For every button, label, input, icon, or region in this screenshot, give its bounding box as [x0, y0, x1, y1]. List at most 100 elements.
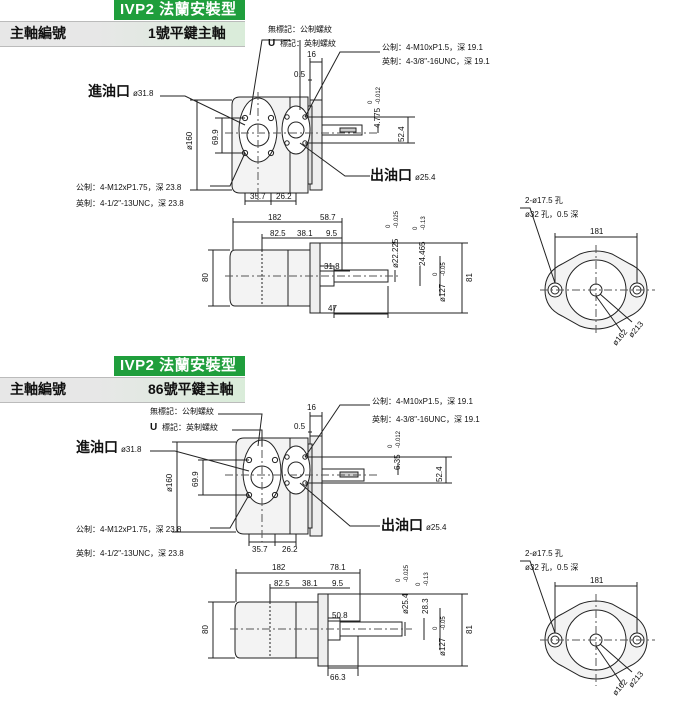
dim-pilot: ø127 [438, 637, 447, 656]
note-outlet-thread-metric: 公制：4-M10xP1.5，深 19.1 [382, 42, 483, 52]
note-inlet-thread-imperial: 英制：4-1/2"-13UNC，深 23.8 [76, 198, 184, 208]
note-u-mark-prefix: U [268, 38, 275, 49]
dim-26-2: 26.2 [282, 545, 298, 554]
dim-16: 16 [307, 50, 316, 59]
dim-47: 47 [328, 304, 337, 313]
note-unmarked: 無標記：公制螺紋 [150, 406, 214, 416]
note-inlet-thread-metric: 公制：4-M12xP1.75，深 23.8 [76, 524, 182, 534]
dim-pilot-tol-lo: -0.05 [441, 616, 447, 630]
dim-9-5: 9.5 [332, 579, 344, 588]
dim-key-height-tol-lo: -0.13 [421, 216, 427, 230]
dim-82-5: 82.5 [274, 579, 290, 588]
note-inlet-thread-metric: 公制：4-M12xP1.75，深 23.8 [76, 182, 182, 192]
inlet-label: 進油口 [88, 83, 130, 99]
note-unmarked: 無標記：公制螺紋 [268, 24, 332, 34]
shaft-code-label: 主軸編號 [10, 381, 66, 397]
end-view [520, 207, 655, 335]
front-view [150, 404, 452, 546]
dim-shaft-tol-hi: 0 [396, 578, 402, 582]
front-view [160, 39, 415, 205]
dim-spot-face: ø32 孔，0.5 深 [525, 210, 578, 219]
dim-key-tol-hi: 0 [388, 444, 394, 448]
dim-160: ø160 [185, 131, 194, 150]
note-inlet-thread-imperial: 英制：4-1/2"-13UNC，深 23.8 [76, 548, 184, 558]
dim-key: 4.775 [373, 107, 382, 128]
drawing-section-2: IVP2 法蘭安裝型 主軸編號 86號平鍵主軸 [0, 356, 700, 713]
dim-160: ø160 [165, 473, 174, 492]
dim-key-height-tol-lo: -0.13 [424, 572, 430, 586]
series-title: IVP2 法蘭安裝型 [114, 356, 245, 376]
end-view [520, 560, 655, 686]
dim-81: 81 [465, 273, 474, 282]
header-band [0, 21, 245, 47]
side-view [208, 218, 468, 318]
outlet-size: ø25.4 [426, 523, 447, 532]
shaft-code-label: 主軸編號 [10, 25, 66, 41]
dim-52-4: 52.4 [397, 126, 406, 142]
dim-213: ø213 [627, 319, 646, 339]
series-title: IVP2 法蘭安裝型 [114, 0, 245, 20]
drawing-section-1: IVP2 法蘭安裝型 主軸編號 1號平鍵主軸 [0, 0, 700, 352]
outlet-size: ø25.4 [415, 173, 436, 182]
dim-key-tol-lo: -0.012 [396, 430, 402, 448]
dim-0-5: 0.5 [294, 422, 306, 431]
dim-31-8: 31.8 [324, 262, 340, 271]
dim-182: 182 [272, 563, 286, 572]
dim-69-9: 69.9 [191, 471, 200, 487]
section-header: IVP2 法蘭安裝型 主軸編號 86號平鍵主軸 [0, 356, 245, 403]
shaft-type-label: 86號平鍵主軸 [148, 381, 234, 397]
dim-81: 81 [465, 625, 474, 634]
dim-shaft-tol-lo: -0.025 [394, 210, 400, 228]
dim-35-7: 35.7 [252, 545, 268, 554]
side-view [208, 569, 468, 676]
dim-26-2: 26.2 [276, 192, 292, 201]
dim-16: 16 [307, 403, 316, 412]
dim-80: 80 [201, 625, 210, 634]
dim-key-height: 24.465 [418, 241, 427, 266]
dim-pilot: ø127 [438, 283, 447, 302]
dim-pilot-tol-lo: -0.05 [441, 262, 447, 276]
dim-38-1: 38.1 [302, 579, 318, 588]
dim-key-tol-lo: -0.012 [376, 86, 382, 104]
note-u-mark: 標記：英制螺紋 [280, 38, 336, 48]
note-outlet-thread-imperial: 英制：4-3/8"-16UNC，深 19.1 [382, 56, 490, 66]
dim-shaft: ø25.4 [401, 593, 410, 614]
dim-69-9: 69.9 [211, 129, 220, 145]
dim-9-5: 9.5 [326, 229, 338, 238]
dim-58-7: 78.1 [330, 563, 346, 572]
technical-drawing-1: 無標記：公制螺紋 U 標記：英制螺紋 公制：4-M10xP1.5，深 19.1 … [76, 24, 655, 347]
dim-pilot-tol-hi: 0 [433, 626, 439, 630]
note-outlet-thread-metric: 公制：4-M10xP1.5，深 19.1 [372, 396, 473, 406]
dim-key: 6.35 [393, 454, 402, 470]
dim-181: 181 [590, 576, 604, 585]
technical-drawing-2: 無標記：公制螺紋 U 標記：英制螺紋 公制：4-M10xP1.5，深 19.1 … [76, 396, 655, 697]
dim-47: 66.3 [330, 673, 346, 682]
header-band [0, 377, 245, 403]
dim-31-8: 50.8 [332, 611, 348, 620]
dim-key-height-tol-hi: 0 [416, 582, 422, 586]
dim-shaft: ø22.225 [391, 238, 400, 268]
dim-key-tol-hi: 0 [368, 100, 374, 104]
dim-shaft-tol-hi: 0 [386, 224, 392, 228]
outlet-label: 出油口 [381, 517, 423, 533]
dim-58-7: 58.7 [320, 213, 336, 222]
inlet-size: ø31.8 [133, 89, 154, 98]
dim-181: 181 [590, 227, 604, 236]
dim-52-4: 52.4 [435, 466, 444, 482]
dim-holes: 2-ø17.5 孔 [525, 549, 563, 558]
dim-80: 80 [201, 273, 210, 282]
dim-213: ø213 [627, 669, 646, 689]
inlet-size: ø31.8 [121, 445, 142, 454]
dim-shaft-tol-lo: -0.025 [404, 564, 410, 582]
dim-holes: 2-ø17.5 孔 [525, 196, 563, 205]
note-u-mark-prefix: U [150, 422, 157, 433]
dim-35-7: 35.7 [250, 192, 266, 201]
outlet-label: 出油口 [370, 167, 412, 183]
dim-162: ø162 [611, 677, 630, 697]
note-outlet-thread-imperial: 英制：4-3/8"-16UNC，深 19.1 [372, 414, 480, 424]
dim-38-1: 38.1 [297, 229, 313, 238]
dim-182: 182 [268, 213, 282, 222]
dim-162: ø162 [611, 327, 630, 347]
dim-key-height-tol-hi: 0 [413, 226, 419, 230]
dim-82-5: 82.5 [270, 229, 286, 238]
